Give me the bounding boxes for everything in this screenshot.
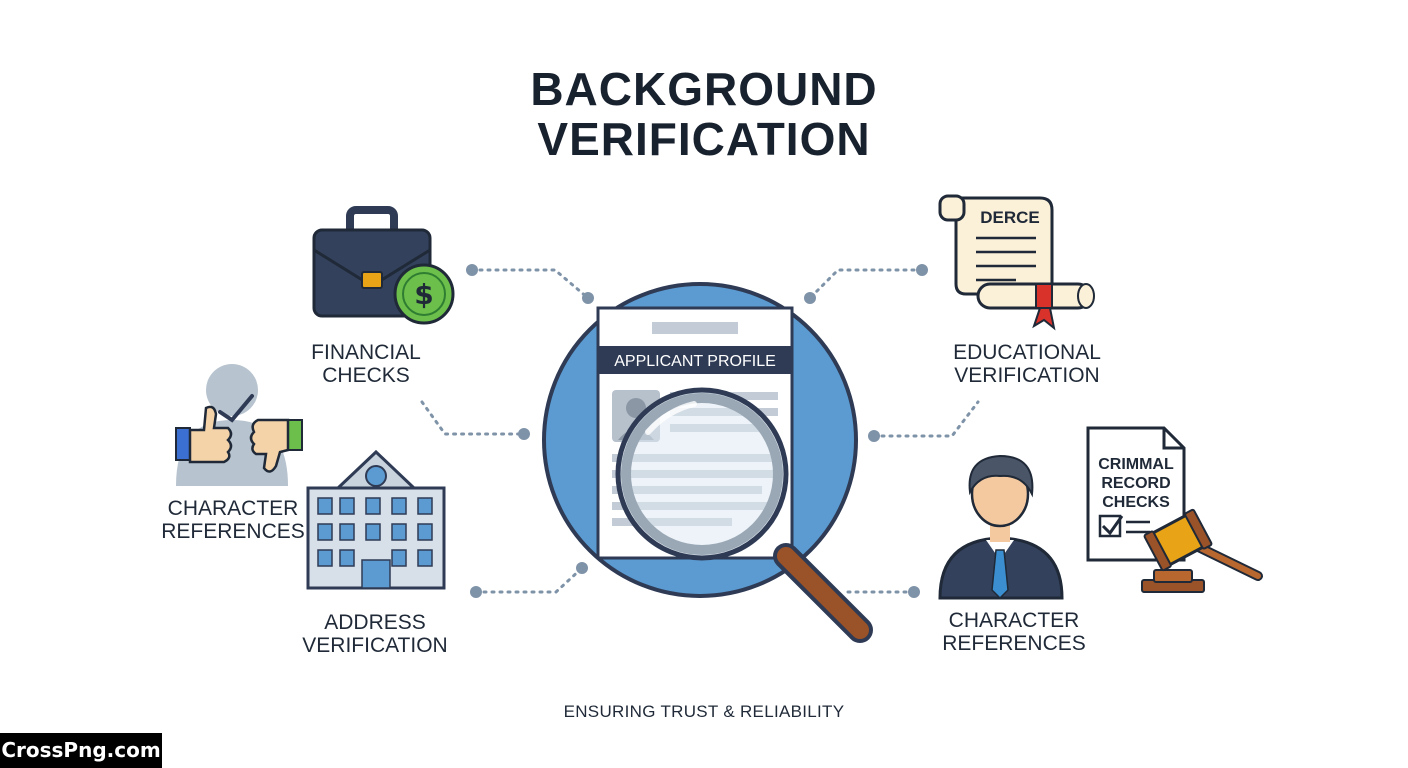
svg-text:$: $ <box>414 278 433 311</box>
briefcase-dollar-icon: $ <box>312 206 455 325</box>
connector-financial <box>470 268 590 300</box>
label-financial-checks: FINANCIAL CHECKS <box>311 341 421 387</box>
connector-address <box>474 566 584 594</box>
card-label: APPLICANT PROFILE <box>614 353 776 370</box>
connector-character-left <box>420 400 526 436</box>
doc-line-1: CRIMMAL <box>1098 456 1174 473</box>
building-icon <box>306 449 446 590</box>
magnifier-icon <box>615 387 873 643</box>
label-character-references-right: CHARACTER REFERENCES <box>942 609 1086 655</box>
connector-criminal <box>872 400 980 438</box>
title-line-1: BACKGROUND <box>530 63 878 115</box>
scroll-text: DERCE <box>980 208 1040 227</box>
thumbs-up-down-icon <box>175 364 303 486</box>
label-educational-verification: EDUCATIONAL VERIFICATION <box>953 341 1101 387</box>
diploma-scroll-icon <box>938 194 1095 331</box>
connector-educational <box>808 268 924 300</box>
gavel-document-icon <box>1086 426 1263 593</box>
connectors <box>420 268 980 594</box>
connector-end-dots <box>466 264 928 598</box>
tagline: ENSURING TRUST & RELIABILITY <box>563 702 845 721</box>
label-character-references-left: CHARACTER REFERENCES <box>161 497 305 543</box>
doc-line-2: RECORD <box>1101 475 1170 492</box>
watermark: CrossPng.com <box>0 733 162 768</box>
label-address-verification: ADDRESS VERIFICATION <box>302 611 448 657</box>
doc-line-3: CHECKS <box>1102 494 1170 511</box>
title-line-2: VERIFICATION <box>537 113 871 165</box>
businessman-icon <box>938 454 1064 600</box>
